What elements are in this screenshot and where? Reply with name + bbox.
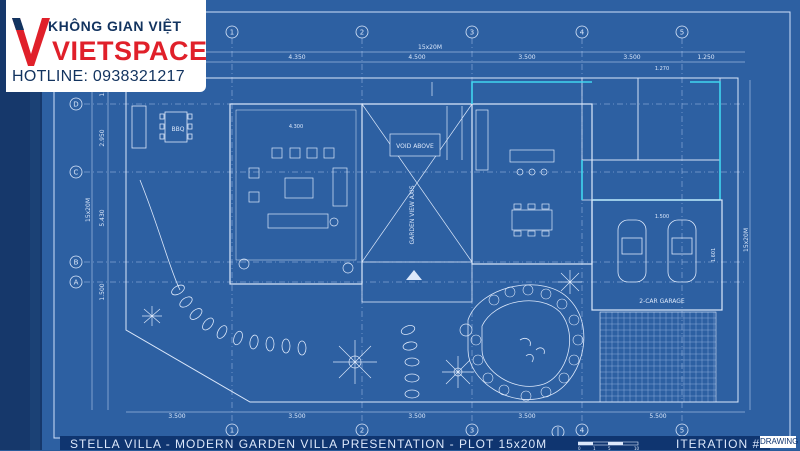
- svg-text:4.300: 4.300: [289, 124, 303, 130]
- driveway-paving: [599, 311, 717, 403]
- overall-width-dim: 15x20M: [418, 44, 442, 51]
- svg-text:4.350: 4.350: [288, 54, 305, 61]
- living-room: [229, 103, 363, 285]
- svg-text:5: 5: [608, 446, 611, 450]
- svg-text:3.500: 3.500: [408, 413, 425, 420]
- garage-label: 2-CAR GARAGE: [639, 298, 685, 305]
- grid-row-a: A: [74, 279, 79, 287]
- hotline-text: HOTLINE: 0938321217: [12, 68, 185, 85]
- svg-text:1.270: 1.270: [655, 66, 669, 72]
- svg-text:3.500: 3.500: [168, 413, 185, 420]
- svg-text:5.500: 5.500: [649, 413, 666, 420]
- living-furniture: [248, 147, 348, 229]
- stepping-stones: [139, 179, 420, 399]
- column-bubble-labels-bottom: 1 2 3 4 5: [230, 427, 684, 435]
- svg-text:1.250: 1.250: [697, 54, 714, 61]
- drawing-title: STELLA VILLA - MODERN GARDEN VILLA PRESE…: [70, 437, 548, 451]
- garage: [591, 199, 723, 311]
- koi-pond: [467, 284, 585, 400]
- brand-logo-panel: [6, 0, 206, 92]
- plants: [142, 258, 582, 388]
- scale-bar: 0 1 5 10: [578, 441, 640, 450]
- iteration-label: ITERATION #1: [676, 437, 768, 451]
- svg-text:3.500: 3.500: [518, 54, 535, 61]
- svg-text:3.500: 3.500: [623, 54, 640, 61]
- void-stair: [361, 82, 473, 263]
- svg-text:5: 5: [680, 427, 684, 435]
- svg-text:1: 1: [593, 446, 596, 450]
- grid-col-5: 5: [680, 29, 684, 37]
- entry-terrace: [361, 261, 473, 303]
- svg-text:3.500: 3.500: [288, 413, 305, 420]
- column-bubbles-top: [225, 25, 689, 39]
- brand-tagline: KHÔNG GIAN VIỆT: [48, 18, 182, 34]
- grid-col-3: 3: [470, 29, 474, 37]
- svg-text:1: 1: [230, 427, 234, 435]
- svg-text:1.601: 1.601: [711, 248, 717, 262]
- svg-text:0: 0: [578, 446, 581, 450]
- brand-v-icon: [12, 18, 50, 66]
- svg-text:2.950: 2.950: [99, 129, 106, 146]
- kitchen-dining: [471, 103, 593, 265]
- title-block-bar: [60, 436, 770, 450]
- void-above-label: VOID ABOVE: [396, 143, 434, 150]
- svg-text:5.430: 5.430: [99, 209, 106, 226]
- drawing-tag: DRAWING: [760, 436, 799, 448]
- brand-name: VIETSPACE: [52, 36, 208, 66]
- garden-view-axis-label: GARDEN VIEW AXIS: [409, 185, 416, 244]
- pond-stones: [470, 284, 584, 402]
- row-bubble-labels: D C B A: [73, 101, 78, 287]
- svg-text:4.500: 4.500: [408, 54, 425, 61]
- row-bubbles: [69, 97, 83, 289]
- column-bubble-labels-top: 1 2 3 4 5: [230, 29, 684, 37]
- dining-furniture: [475, 109, 555, 237]
- dimension-lines: [91, 51, 751, 413]
- svg-text:2: 2: [360, 427, 364, 435]
- svg-text:3.500: 3.500: [518, 413, 535, 420]
- entry-arrow-icon: [406, 270, 422, 280]
- grid-col-1: 1: [230, 29, 234, 37]
- svg-text:1.500: 1.500: [99, 283, 106, 300]
- svg-text:10: 10: [634, 446, 640, 450]
- garage-cars: [617, 219, 697, 283]
- grid-row-c: C: [74, 169, 79, 177]
- grid-row-d: D: [73, 101, 78, 109]
- svg-text:3: 3: [470, 427, 474, 435]
- svg-text:4: 4: [580, 427, 585, 435]
- grid-col-4: 4: [580, 29, 585, 37]
- svg-text:1.500: 1.500: [655, 214, 669, 220]
- overall-depth-dim: 15x20M: [85, 198, 92, 222]
- grid-row-b: B: [74, 259, 79, 267]
- right-depth-dim: 15x20M: [743, 228, 750, 252]
- bbq-area: [131, 105, 193, 149]
- grid-col-2: 2: [360, 29, 364, 37]
- bbq-label: BBQ: [172, 126, 185, 133]
- dimension-text: 15x20M 4.350 4.500 3.500 3.500 1.250 3.5…: [168, 44, 714, 420]
